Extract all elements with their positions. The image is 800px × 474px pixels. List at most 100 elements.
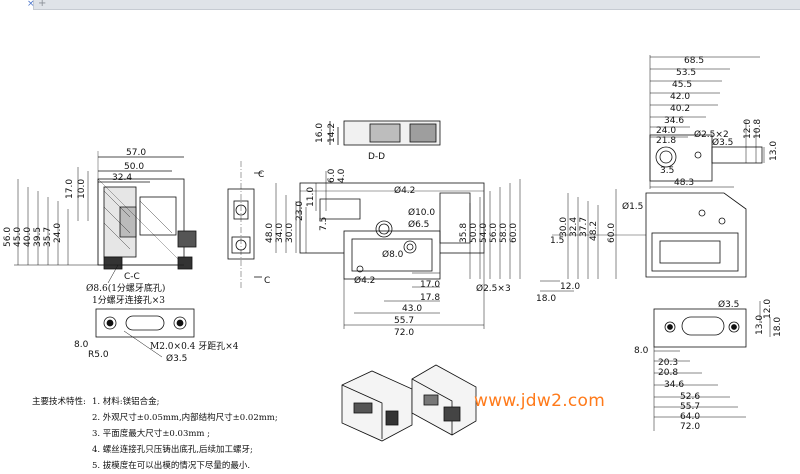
svg-text:50.0: 50.0 <box>124 162 144 172</box>
svg-text:60.0: 60.0 <box>509 223 519 243</box>
svg-text:56.0: 56.0 <box>3 227 13 247</box>
right-mid-view <box>540 189 747 292</box>
new-tab-icon[interactable]: + <box>38 0 47 9</box>
svg-text:20.3: 20.3 <box>658 358 678 368</box>
svg-text:24.0: 24.0 <box>656 126 676 136</box>
svg-text:72.0: 72.0 <box>394 328 414 338</box>
svg-text:Ø4.2: Ø4.2 <box>394 185 415 196</box>
center-view <box>275 171 521 329</box>
svg-text:30.0: 30.0 <box>285 223 295 243</box>
svg-text:C-C: C-C <box>124 272 140 282</box>
svg-text:Ø3.5: Ø3.5 <box>712 137 733 148</box>
tab-strip: × + <box>0 0 800 10</box>
svg-text:35.8: 35.8 <box>459 223 469 243</box>
svg-text:12.0: 12.0 <box>560 282 580 292</box>
svg-text:55.7: 55.7 <box>394 316 414 326</box>
svg-text:17.8: 17.8 <box>420 293 440 303</box>
svg-text:32.4: 32.4 <box>569 217 579 237</box>
svg-text:Ø2.5×3: Ø2.5×3 <box>476 283 511 294</box>
svg-text:17.0: 17.0 <box>65 179 75 199</box>
svg-text:18.0: 18.0 <box>536 294 556 304</box>
svg-text:Ø1.5: Ø1.5 <box>622 201 643 212</box>
svg-text:48.2: 48.2 <box>589 221 599 241</box>
left-section-view <box>14 151 197 284</box>
top-right-view <box>649 55 765 189</box>
svg-text:3.5: 3.5 <box>660 166 674 176</box>
svg-text:17.0: 17.0 <box>420 280 440 290</box>
svg-text:13.0: 13.0 <box>769 141 779 161</box>
svg-text:C: C <box>264 276 270 286</box>
svg-text:60.0: 60.0 <box>607 223 617 243</box>
svg-text:39.5: 39.5 <box>33 227 43 247</box>
svg-text:35.7: 35.7 <box>43 227 53 247</box>
c-view-labels: C C <box>258 170 270 286</box>
svg-text:8.0: 8.0 <box>634 346 649 356</box>
svg-text:11.0: 11.0 <box>306 187 316 207</box>
c-section-view <box>227 161 262 289</box>
svg-text:8.0: 8.0 <box>74 340 89 350</box>
svg-text:1分螺牙连接孔×3: 1分螺牙连接孔×3 <box>92 294 165 306</box>
svg-text:54.0: 54.0 <box>479 223 489 243</box>
svg-text:24.0: 24.0 <box>53 223 63 243</box>
svg-text:Ø3.5: Ø3.5 <box>718 299 739 310</box>
svg-text:14.2: 14.2 <box>327 123 337 143</box>
svg-text:53.5: 53.5 <box>676 68 696 78</box>
svg-text:10.8: 10.8 <box>753 119 763 139</box>
svg-text:23.0: 23.0 <box>295 201 305 221</box>
center-view-dimensions: 48.0 34.0 30.0 23.0 11.0 7.5 6.0 4.0 Ø4.… <box>265 168 519 338</box>
svg-text:6.0: 6.0 <box>327 168 337 183</box>
svg-text:C: C <box>258 170 264 180</box>
bottom-right-view-dimensions: Ø3.5 8.0 20.3 20.8 34.6 52.6 55.7 64.0 7… <box>634 299 783 432</box>
svg-text:55.7: 55.7 <box>680 402 700 412</box>
svg-text:Ø2.5×2: Ø2.5×2 <box>694 129 729 140</box>
svg-text:34.6: 34.6 <box>664 116 684 126</box>
svg-text:42.0: 42.0 <box>670 92 690 102</box>
bottom-left-view-dimensions: 8.0 R5.0 M2.0×0.4 牙距孔×4 Ø3.5 <box>74 340 239 364</box>
svg-text:R5.0: R5.0 <box>88 350 109 360</box>
svg-text:Ø8.6(1分螺牙底孔): Ø8.6(1分螺牙底孔) <box>86 282 165 294</box>
svg-text:58.0: 58.0 <box>499 223 509 243</box>
svg-text:48.3: 48.3 <box>674 178 694 188</box>
svg-text:37.7: 37.7 <box>579 217 589 237</box>
svg-text:57.0: 57.0 <box>126 148 146 158</box>
svg-text:43.0: 43.0 <box>402 304 422 314</box>
svg-text:21.8: 21.8 <box>656 136 676 146</box>
svg-text:16.0: 16.0 <box>315 123 325 143</box>
dd-section-view <box>329 120 441 146</box>
svg-text:56.0: 56.0 <box>489 223 499 243</box>
engineering-drawing: 57.0 50.0 32.4 56.0 45.0 40.0 39.5 35.7 … <box>3 55 783 442</box>
svg-text:48.0: 48.0 <box>265 223 275 243</box>
svg-text:4.0: 4.0 <box>337 168 347 183</box>
isometric-part-1 <box>341 370 413 442</box>
svg-text:64.0: 64.0 <box>680 412 700 422</box>
note-item: 4. 螺丝连接孔只压铸出底孔,后续加工螺牙; <box>92 445 253 455</box>
svg-text:12.0: 12.0 <box>763 299 773 319</box>
note-item: 2. 外观尺寸±0.05mm,内部结构尺寸±0.02mm; <box>92 413 278 423</box>
svg-text:40.2: 40.2 <box>670 104 690 114</box>
dd-view-labels: 16.0 14.2 D-D <box>315 123 385 162</box>
svg-text:M2.0×0.4 牙距孔×4: M2.0×0.4 牙距孔×4 <box>150 341 239 352</box>
svg-text:7.5: 7.5 <box>319 217 329 231</box>
svg-text:40.0: 40.0 <box>23 227 33 247</box>
top-right-view-dimensions: 68.5 53.5 45.5 42.0 40.2 34.6 24.0 21.8 … <box>656 56 779 188</box>
drawing-canvas: 57.0 50.0 32.4 56.0 45.0 40.0 39.5 35.7 … <box>0 11 800 474</box>
note-item: 1. 材料:镁铝合金; <box>92 397 160 407</box>
site-watermark: www.jdw2.com <box>474 391 606 411</box>
tab-close-icon[interactable]: × <box>27 0 35 9</box>
svg-text:45.5: 45.5 <box>672 80 692 90</box>
document-tab[interactable]: × <box>0 0 35 10</box>
svg-text:50.0: 50.0 <box>469 223 479 243</box>
svg-text:12.0: 12.0 <box>743 119 753 139</box>
svg-text:Ø6.5: Ø6.5 <box>408 219 429 230</box>
svg-text:10.0: 10.0 <box>77 179 87 199</box>
svg-text:68.5: 68.5 <box>684 56 704 66</box>
svg-text:45.0: 45.0 <box>13 227 23 247</box>
bottom-right-view <box>653 301 771 431</box>
svg-text:30.0: 30.0 <box>559 217 569 237</box>
right-mid-view-dimensions: Ø1.5 1.5 Ø2.5×3 30.0 32.4 37.7 48.2 60.0… <box>476 201 643 304</box>
svg-text:18.0: 18.0 <box>773 317 783 337</box>
notes-heading: 主要技术特性: <box>32 397 86 407</box>
svg-text:34.6: 34.6 <box>664 380 684 390</box>
note-item: 3. 平面度最大尺寸±0.03mm ; <box>92 429 211 439</box>
left-view-dimensions: 57.0 50.0 32.4 56.0 45.0 40.0 39.5 35.7 … <box>3 148 165 306</box>
